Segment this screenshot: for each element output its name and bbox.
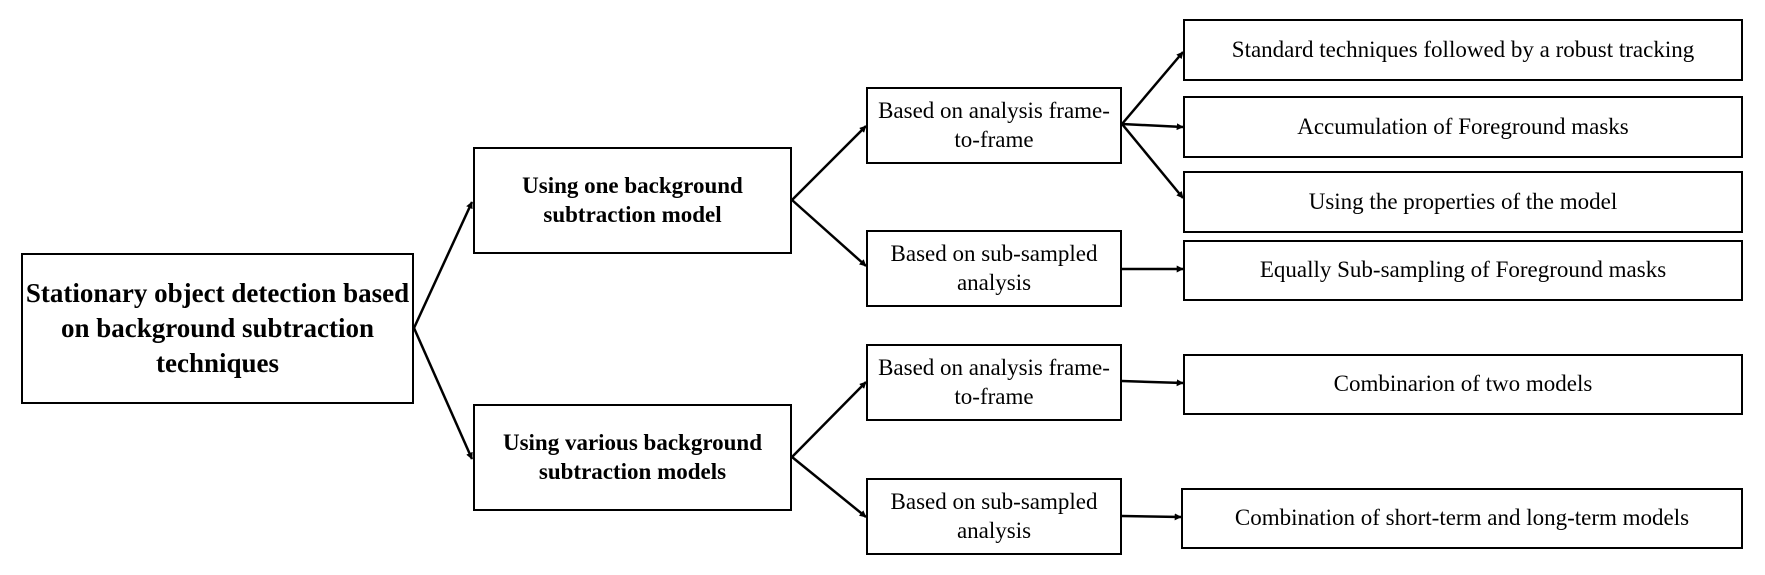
arrow-frame-to-robust-tracking	[1121, 51, 1184, 125]
method-frame-to-frame-node: Based on analysis frame-to-frame	[866, 87, 1122, 164]
branch-various-models-node: Using various background subtraction mod…	[473, 404, 792, 511]
technique-label: Standard techniques followed by a robust…	[1231, 36, 1695, 62]
technique-label: Accumulation of Foreground masks	[1297, 113, 1629, 139]
technique-label: Combination of short-term and long-term …	[1234, 505, 1690, 531]
method-label: Based on sub-sampled analysis	[890, 488, 1098, 543]
arrow-one-model-to-frame	[791, 125, 867, 201]
technique-label: Using the properties of the model	[1308, 188, 1618, 214]
technique-two-models-node: Combinarion of two models	[1183, 354, 1743, 415]
technique-robust-tracking-node: Standard techniques followed by a robust…	[1183, 19, 1743, 81]
method-subsampled-node: Based on sub-sampled analysis	[866, 478, 1122, 555]
technique-model-properties-node: Using the properties of the model	[1183, 171, 1743, 233]
arrow-one-model-to-subsampled	[791, 199, 867, 267]
technique-short-long-term-node: Combination of short-term and long-term …	[1181, 488, 1743, 549]
root-node-label: Stationary object detection based on bac…	[25, 277, 410, 379]
arrow-root-to-various-models	[412, 327, 474, 460]
method-label: Based on analysis frame-to-frame	[878, 97, 1110, 152]
branch-one-model-node: Using one background subtraction model	[473, 147, 792, 254]
branch-label: Using various background subtraction mod…	[502, 429, 763, 484]
technique-label: Combinarion of two models	[1333, 371, 1593, 397]
technique-label: Equally Sub-sampling of Foreground masks	[1259, 257, 1667, 283]
method-subsampled-node: Based on sub-sampled analysis	[866, 230, 1122, 307]
technique-accumulation-node: Accumulation of Foreground masks	[1183, 96, 1743, 158]
method-label: Based on sub-sampled analysis	[890, 240, 1098, 295]
technique-equal-subsampling-node: Equally Sub-sampling of Foreground masks	[1183, 240, 1743, 301]
arrow-frame-to-two-models	[1121, 379, 1184, 387]
arrow-frame-to-model-properties	[1121, 123, 1184, 199]
method-label: Based on analysis frame-to-frame	[878, 354, 1110, 409]
arrow-various-models-to-frame	[791, 381, 867, 458]
arrow-frame-to-accumulation	[1121, 122, 1184, 131]
arrow-subsampled-to-short-long-term	[1121, 513, 1182, 521]
root-node: Stationary object detection based on bac…	[21, 253, 414, 404]
arrow-various-models-to-subsampled	[791, 456, 867, 518]
method-frame-to-frame-node: Based on analysis frame-to-frame	[866, 344, 1122, 421]
arrow-root-to-one-model	[412, 201, 474, 329]
branch-label: Using one background subtraction model	[522, 172, 743, 227]
